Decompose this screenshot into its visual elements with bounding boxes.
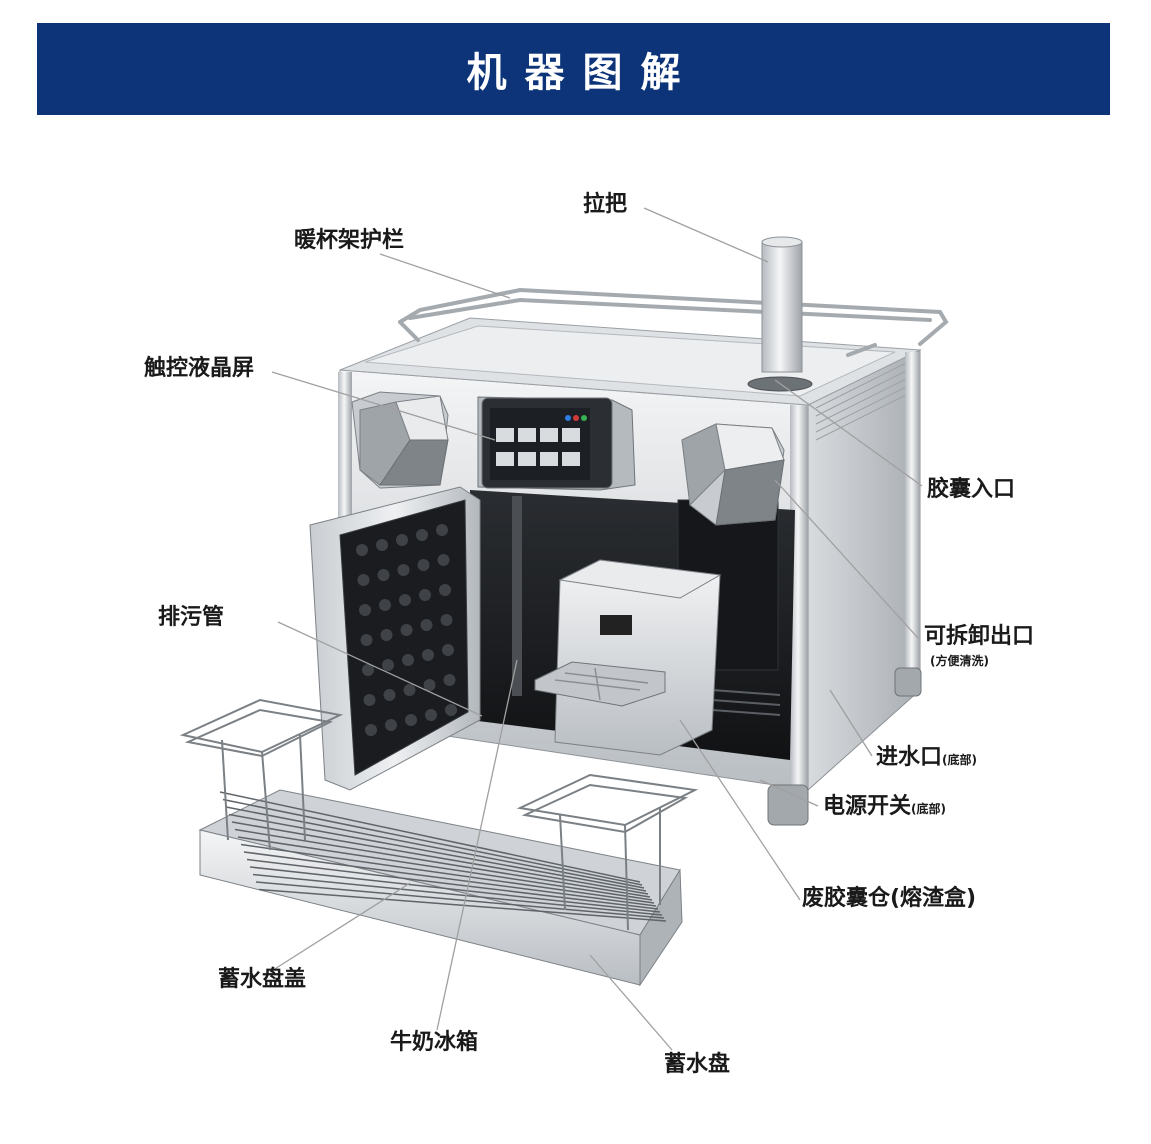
fridge-door: [309, 486, 481, 791]
leader-tray-cover: [269, 882, 411, 973]
door-dimple: [443, 674, 456, 686]
capsule-unit-right: [681, 423, 785, 526]
waste-capsule-bin: [534, 559, 722, 756]
door-dimple: [422, 649, 434, 661]
header-banner: 机器图解: [37, 23, 1110, 115]
label-drain-pipe: 排污管: [158, 605, 225, 630]
door-dimple: [440, 614, 453, 626]
door-dimple-grid: [356, 524, 457, 736]
door-dimple: [442, 644, 454, 656]
door-dimple: [416, 529, 428, 541]
grille-bar: [258, 888, 667, 922]
grille-bar: [234, 828, 651, 898]
grille-bar: [228, 813, 647, 892]
grille-bar: [237, 836, 653, 901]
label-water-inlet: 进水口(底部): [876, 745, 977, 771]
door-dimple: [403, 684, 416, 696]
handle-lever: [747, 236, 813, 392]
door-dimple: [383, 689, 396, 701]
leader-waste-bin: [679, 719, 801, 901]
door-dimple: [376, 539, 388, 551]
label-cup-rail: 暖杯架护栏: [294, 228, 405, 253]
door-dimple: [420, 619, 433, 631]
label-outlet-note: (方便清洗): [930, 654, 989, 668]
label-tray-cover: 蓄水盘盖: [218, 967, 307, 992]
rear-pillar: [905, 352, 920, 687]
door-dimple: [399, 594, 411, 606]
grille-bar: [219, 791, 641, 883]
water-inlet-note: (底部): [942, 753, 977, 767]
door-dimple: [423, 679, 436, 691]
leader-touch-screen: [271, 371, 496, 441]
door-dimple: [379, 599, 391, 611]
door-dimple: [402, 654, 414, 666]
door-dimple: [362, 664, 374, 676]
label-handle: 拉把: [583, 192, 628, 217]
capsule-unit-left: [351, 391, 449, 489]
grille-bar: [231, 821, 649, 895]
door-dimple: [417, 559, 430, 571]
grille-bar: [252, 873, 663, 916]
door-dimple: [419, 589, 431, 601]
drip-tray-cover: [219, 791, 667, 922]
door-dimple: [400, 624, 413, 636]
door-dimple: [405, 714, 417, 726]
leader-drain-pipe: [277, 621, 483, 717]
leader-capsule-inlet: [774, 379, 923, 487]
leader-cup-rail: [379, 253, 511, 299]
leader-lines: [269, 207, 923, 1051]
door-dimple: [360, 634, 373, 646]
door-dimple: [359, 604, 371, 616]
power-switch-note: (底部): [911, 802, 946, 816]
screen-icons: [496, 428, 580, 466]
foot-rear: [894, 667, 922, 697]
leader-water-inlet: [829, 689, 873, 757]
door-dimple: [437, 554, 450, 566]
power-switch-text: 电源开关: [823, 794, 912, 819]
door-dimple: [357, 574, 370, 586]
grille-bar: [246, 858, 659, 910]
label-capsule-inlet: 胶囊入口: [927, 477, 1016, 502]
leader-drip-tray: [589, 954, 673, 1051]
door-dimple: [377, 569, 390, 581]
label-milk-fridge: 牛奶冰箱: [390, 1030, 479, 1055]
water-inlet-text: 进水口: [876, 745, 943, 770]
leader-milk-fridge: [436, 659, 518, 1031]
door-dimple: [385, 719, 397, 731]
label-drip-tray: 蓄水盘: [664, 1052, 731, 1077]
door-dimple: [380, 629, 393, 641]
label-touch-screen: 触控液晶屏: [144, 356, 255, 381]
door-dimple: [396, 534, 408, 546]
label-outlet: 可拆卸出口: [924, 624, 1035, 649]
leader-outlet: [774, 479, 919, 639]
grille-bar: [225, 806, 645, 889]
grille-bar: [240, 843, 655, 904]
label-waste-bin: 废胶囊仓(熔渣盒): [802, 886, 977, 911]
grille-bar: [243, 851, 657, 907]
door-dimple: [356, 544, 368, 556]
compartment-slats: [711, 689, 781, 716]
cup-rack-right: [516, 773, 699, 931]
door-dimple: [445, 704, 457, 716]
door-dimple: [425, 709, 437, 721]
door-dimple: [382, 659, 394, 671]
grille-bar: [249, 866, 661, 913]
leader-handle: [643, 207, 769, 263]
grille-bar: [222, 798, 643, 886]
door-dimple: [397, 564, 410, 576]
grille-bar: [255, 881, 665, 919]
cup-rack-left: [179, 698, 344, 851]
leader-power-switch: [759, 779, 819, 807]
door-dimple: [439, 584, 451, 596]
door-dimple: [363, 694, 376, 706]
touch-screen: [477, 396, 636, 491]
page-title: 机器图解: [466, 50, 699, 96]
milk-fridge-pipe: [512, 496, 522, 696]
label-power-switch: 电源开关(底部): [823, 794, 946, 820]
door-dimple: [436, 524, 448, 536]
door-dimple: [365, 724, 377, 736]
foot-front: [767, 784, 809, 826]
